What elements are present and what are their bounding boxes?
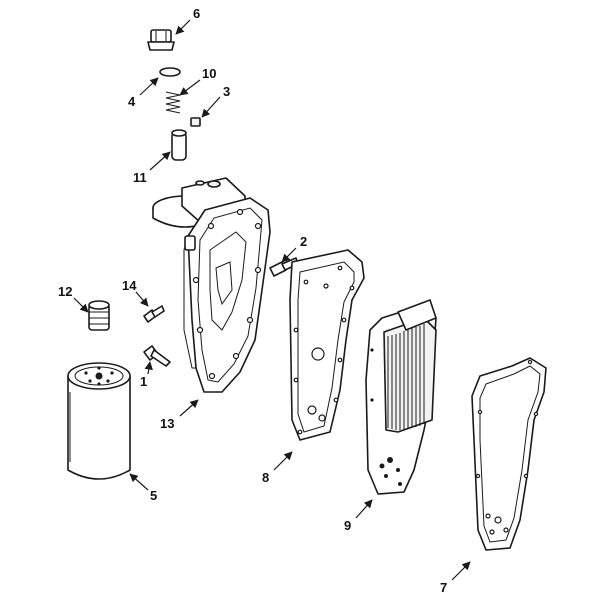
leader-2 [281,247,297,263]
callout-5: 5 [150,488,157,503]
leader-7 [451,561,471,581]
callout-12: 12 [58,284,72,299]
callout-7: 7 [440,580,447,595]
part-14-fitting [143,305,165,323]
leader-3 [201,96,221,118]
part-9-cooler-core [365,299,437,495]
leader-13 [179,399,199,417]
part-13-cooler-housing [152,177,271,393]
leader-4 [139,77,159,96]
callout-labels: 6 4 10 3 11 2 14 12 1 13 5 8 9 7 [58,6,447,595]
part-10-spring [165,91,181,114]
leader-5 [129,473,149,491]
callout-8: 8 [262,470,269,485]
part-11-valve-sleeve [171,129,187,161]
leader-11 [149,151,171,171]
part-8-gasket [289,249,365,441]
leader-9 [355,499,373,519]
part-4-o-ring [159,67,181,77]
part-5-oil-filter [67,362,131,480]
leader-6 [175,19,191,35]
callout-9: 9 [344,518,351,533]
leader-10 [179,79,201,96]
leader-lines [73,19,471,581]
callout-1: 1 [140,374,147,389]
callout-6: 6 [193,6,200,21]
callout-2: 2 [300,234,307,249]
part-3-small-plug [190,117,201,127]
callout-14: 14 [122,278,137,293]
callout-10: 10 [202,66,216,81]
callout-13: 13 [160,416,174,431]
callout-3: 3 [223,84,230,99]
part-12-adapter [88,300,110,331]
leader-14 [135,291,149,307]
leader-12 [73,297,89,313]
part-1-bolt [143,345,171,367]
part-7-gasket [471,357,547,551]
leader-1 [144,361,153,375]
leader-8 [273,451,293,471]
callout-11: 11 [133,170,147,185]
part-6-plug [147,29,175,51]
callout-4: 4 [128,94,136,109]
